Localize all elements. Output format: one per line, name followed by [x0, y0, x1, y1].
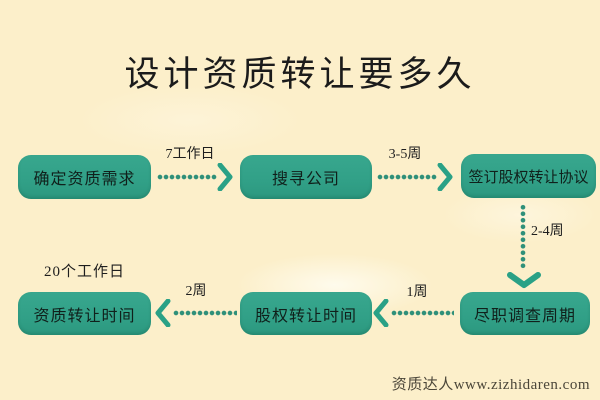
- flow-node-equity-transfer-time: 股权转让时间: [240, 292, 372, 335]
- dotted-line: [520, 204, 526, 270]
- arrow-right-icon: [217, 163, 233, 191]
- dotted-line: [391, 310, 454, 316]
- node-label: 尽职调查周期: [473, 307, 576, 325]
- edge-label-3-5-weeks: 3-5周: [388, 147, 422, 162]
- arrow-right-icon: [437, 163, 453, 191]
- arrow-left-icon: [155, 299, 171, 327]
- dotted-line: [173, 310, 237, 316]
- watermark: 资质达人www.zizhidaren.com: [391, 377, 590, 393]
- arrow-down-icon: [507, 272, 541, 288]
- flow-node-sign-equity-transfer-agreement: 签订股权转让协议: [461, 154, 596, 198]
- flow-node-determine-requirements: 确定资质需求: [18, 155, 151, 199]
- flow-node-qualification-transfer-time: 资质转让时间: [18, 292, 151, 335]
- flow-node-search-company: 搜寻公司: [240, 155, 372, 199]
- dotted-line: [157, 174, 217, 180]
- node-label: 签订股权转让协议: [468, 169, 589, 186]
- node-label: 资质转让时间: [33, 307, 136, 325]
- node-label: 确定资质需求: [33, 171, 136, 188]
- edge-label-7-workdays: 7工作日: [165, 147, 215, 162]
- page-title: 设计资质转让要多久: [124, 55, 476, 94]
- arrow-left-icon: [373, 299, 389, 327]
- node-label: 搜寻公司: [271, 171, 340, 188]
- node-label: 股权转让时间: [254, 307, 357, 325]
- dotted-line: [377, 174, 437, 180]
- flow-node-due-diligence-period: 尽职调查周期: [460, 292, 590, 335]
- edge-label-1-week: 1周: [406, 285, 428, 300]
- edge-label-2-4-weeks: 2-4周: [531, 224, 564, 239]
- annotation-20-workdays: 20个工作日: [44, 264, 126, 280]
- edge-label-2-weeks: 2周: [185, 284, 207, 299]
